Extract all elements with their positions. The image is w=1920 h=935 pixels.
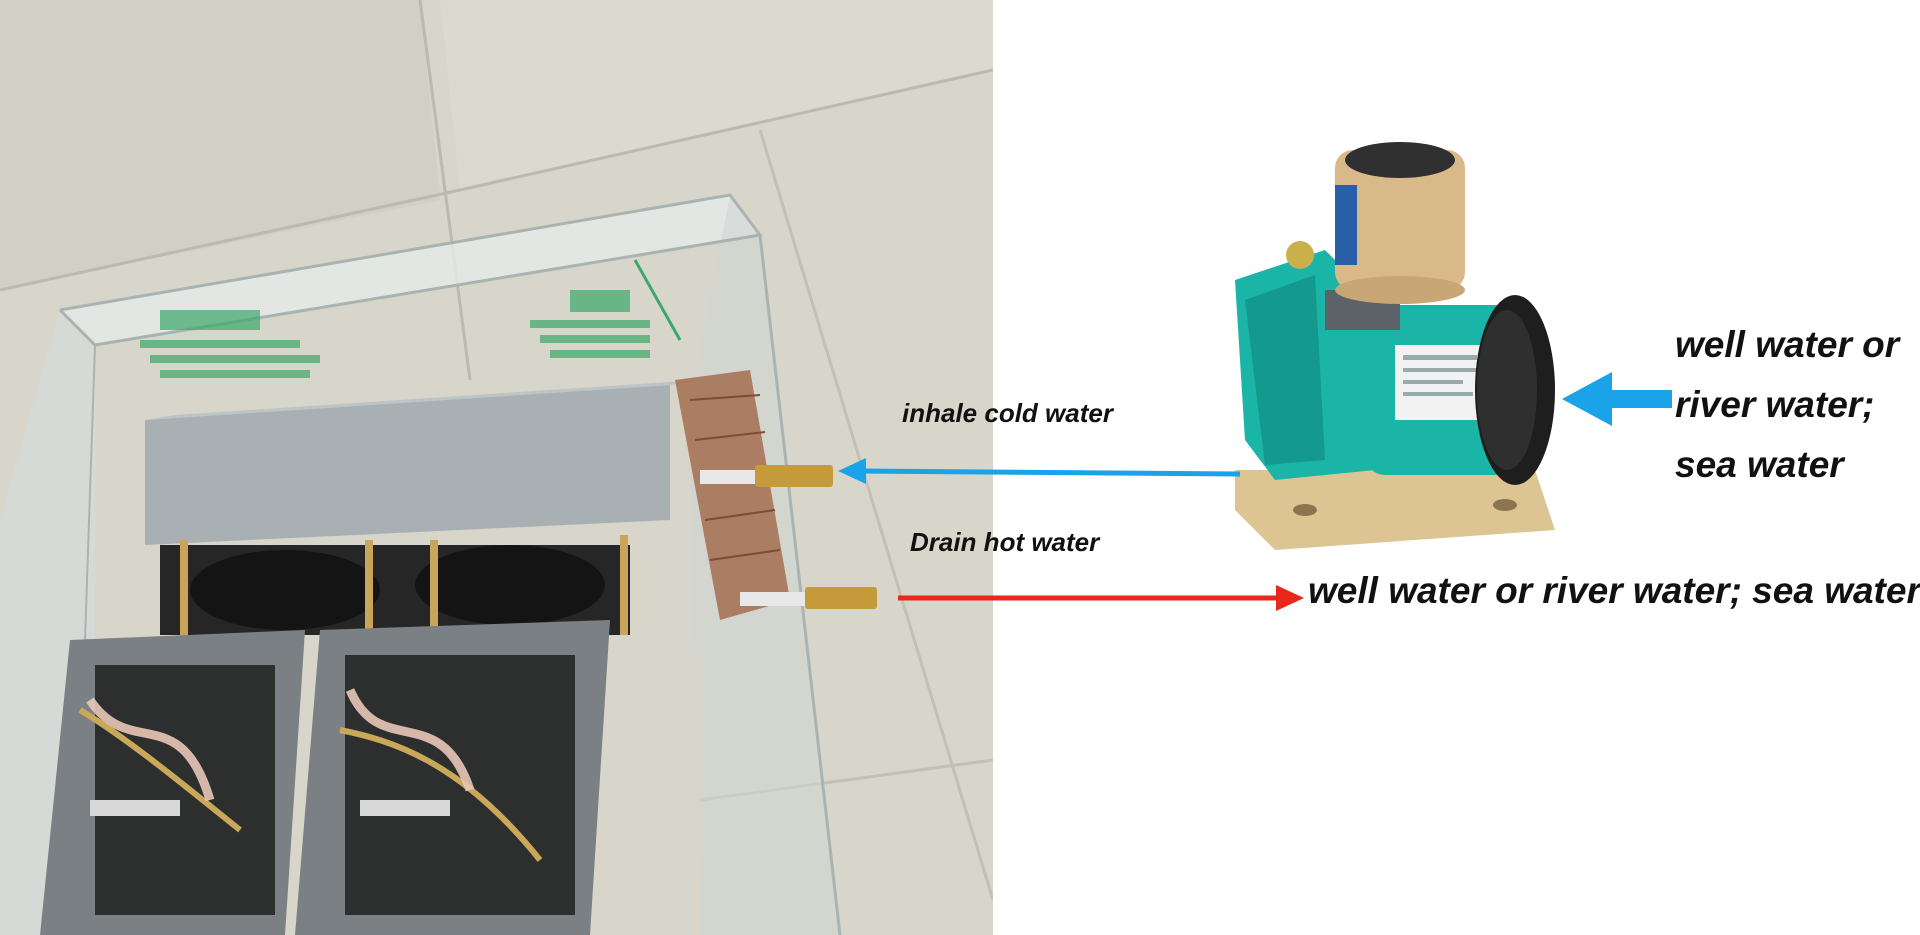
source-line-3: sea water <box>1675 444 1844 485</box>
source-arrow-head-icon <box>1562 372 1612 426</box>
arrow-left-blue-icon <box>838 458 866 484</box>
radiator <box>675 370 790 620</box>
arrow-right-red-icon <box>1276 585 1304 611</box>
water-pump-illustration <box>1215 140 1565 560</box>
fan-shroud <box>145 385 670 545</box>
source-line-2: river water; <box>1675 384 1875 425</box>
inlet-line <box>859 468 1241 477</box>
source-arrow-shaft <box>1610 390 1672 408</box>
inlet-fitting <box>755 465 833 487</box>
source-line-1: well water or <box>1675 324 1900 365</box>
miner-enclosure-photo <box>0 0 993 935</box>
box-lid <box>60 195 760 345</box>
outlet-label: well water or river water; sea water <box>1308 570 1920 611</box>
pressure-tank <box>1335 150 1465 290</box>
outlet-fitting <box>805 587 877 609</box>
pump-base <box>1235 470 1555 550</box>
inhale-label: inhale cold water <box>902 398 1113 428</box>
drain-label: Drain hot water <box>910 527 1100 557</box>
source-label: well water or river water; sea water <box>1675 315 1899 495</box>
